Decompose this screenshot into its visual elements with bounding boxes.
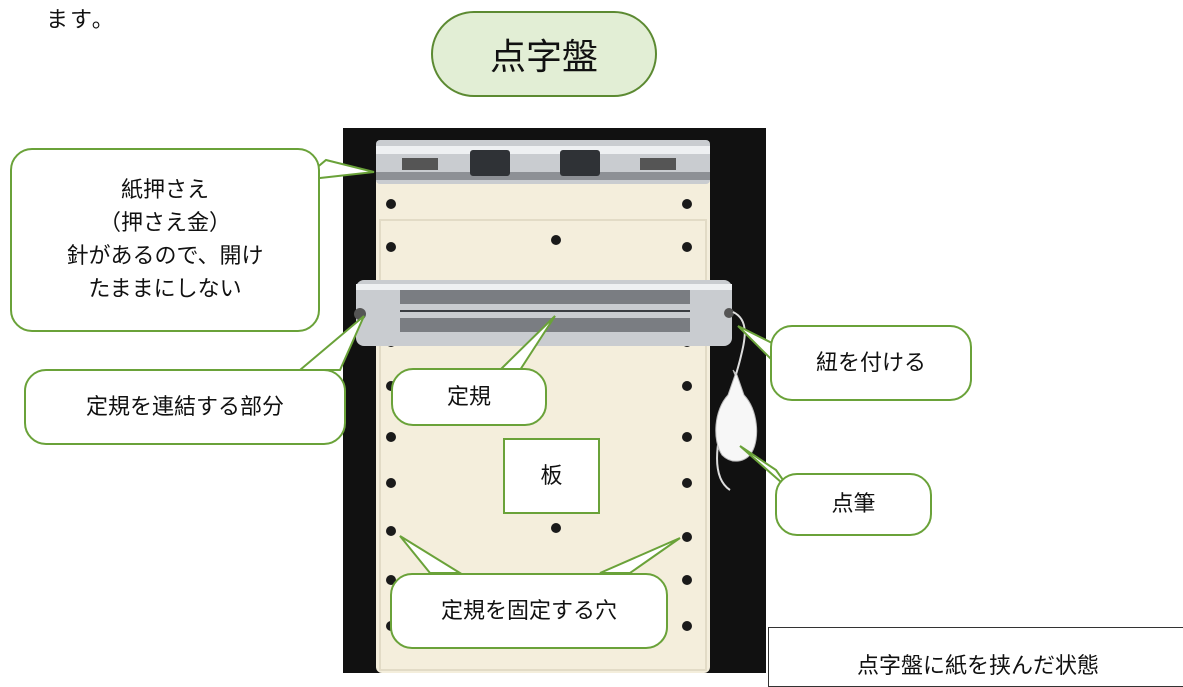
paper-press-line-2: （押さえ金） [98,211,231,236]
page-title: 点字盤 [489,37,598,78]
paper-press-line-1: 紙押さえ [120,178,209,203]
paper-press-line-3: 針があるので、開け [66,244,264,269]
caption-box: 点字盤に紙を挟んだ状態 [768,627,1183,687]
holes-center [551,235,561,533]
clamp-pins-right [640,158,676,170]
callout-tails [297,158,791,574]
ruler-cells-top [400,290,690,304]
clamp-shadow [376,172,710,180]
hinge-left [470,150,510,176]
label-paper-press: 紙押さえ （押さえ金） 針があるので、開け たままにしない [10,148,320,332]
connector-text: 定規を連結する部分 [85,394,284,420]
string-text: 紐を付ける [815,350,926,376]
clamp-highlight [376,146,710,154]
label-stylus: 点筆 [775,473,932,536]
label-connector: 定規を連結する部分 [24,369,346,445]
label-holes: 定規を固定する穴 [390,573,668,649]
board-inner-edge [379,219,707,671]
label-board: 板 [503,438,600,514]
holes-text: 定規を固定する穴 [440,598,617,624]
stylus-body [715,369,758,462]
caption-text: 点字盤に紙を挟んだ状態 [856,654,1099,679]
label-string: 紐を付ける [770,325,972,401]
paper-press-line-4: たままにしない [88,277,242,302]
top-text-fragment: ます。 [46,8,116,33]
stylus-text: 点筆 [831,492,876,517]
ruler-highlight [356,284,732,290]
title-pill: 点字盤 [431,11,657,97]
ruler-text: 定規 [446,384,491,410]
hinge-right [560,150,600,176]
ruler-string-hole [724,308,734,318]
clamp-pins-left [402,158,438,170]
board-text: 板 [540,463,563,489]
label-ruler: 定規 [391,368,547,426]
